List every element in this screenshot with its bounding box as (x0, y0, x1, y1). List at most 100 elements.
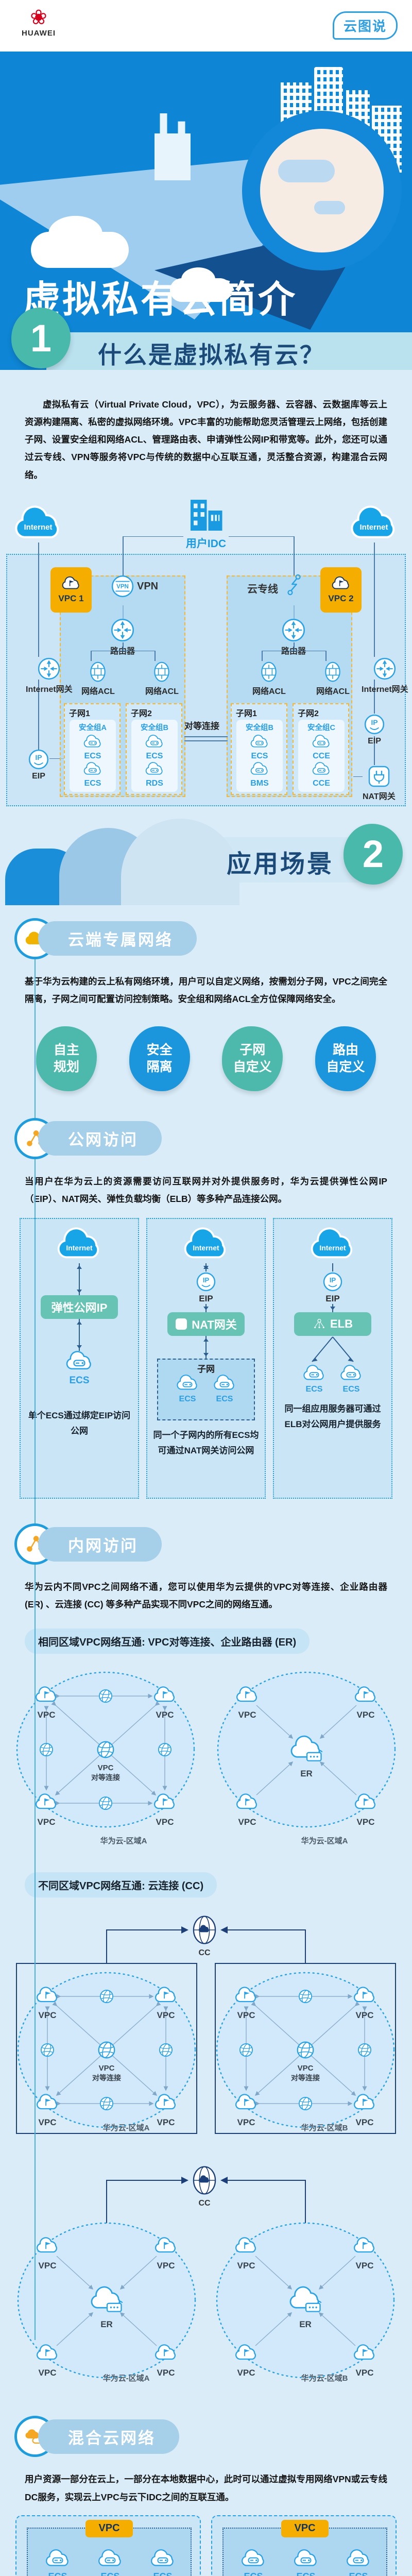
scenario-pub-title: 公网访问 (38, 1121, 162, 1156)
vpc-intro-paragraph: 虚拟私有云（Virtual Private Cloud，VPC），为云服务器、云… (25, 399, 387, 480)
same-region-diagram: 华为云-区域A 华为云-区域A (5, 1662, 407, 1845)
line (229, 536, 294, 537)
line (91, 650, 92, 661)
line (49, 758, 66, 759)
idc-building-icon (184, 498, 228, 532)
feature-blobs: 自主规划 安全隔离 子网自定义 路由自定义 (36, 1026, 376, 1091)
section2-number-badge: 2 (344, 823, 403, 885)
line (262, 650, 325, 652)
scenario-pub-header: 公网访问 (14, 1117, 412, 1159)
vpn-label: VPN (137, 580, 159, 592)
section2-title: 应用场景 (227, 850, 334, 878)
ecs-icon: ECS (213, 1375, 236, 1404)
vpc2-subnet1: 子网1 安全组B ECS BMS (231, 703, 287, 795)
section1-band-fill (46, 332, 412, 370)
scenario-hyb-title: 混合云网络 (38, 2419, 179, 2454)
ecs-icon: ECS (293, 2549, 319, 2576)
line (374, 542, 375, 657)
scenario-priv-text: 华为云内不同VPC之间网络不通，您可以使用华为云提供的VPC对等连接、企业路由器… (25, 1582, 387, 1610)
eip-icon: EIP (322, 1272, 343, 1304)
cc-label: CC (198, 1948, 211, 1957)
line (123, 536, 183, 537)
arrow (77, 1319, 82, 1351)
cross-region-cc-er-diagram: CC 华为云-区域A 华为云-区域B (5, 2166, 407, 2383)
eip-column: Internet 弹性公网IP ECS 单个ECS通过绑定EIP访问公网 (20, 1218, 139, 1499)
line (374, 736, 375, 765)
blob-self-plan: 自主规划 (36, 1026, 97, 1091)
vpc-zone: VPC ECS ECS ECS (222, 2519, 387, 2576)
cloud-decor (121, 818, 239, 905)
scenario-priv-title: 内网访问 (38, 1527, 162, 1562)
internet-cloud: Internet (55, 1227, 104, 1263)
planet-cloud (314, 201, 345, 214)
vpc1-tag: VPC 1 (50, 567, 92, 613)
line (154, 650, 156, 661)
section1-header: 1 什么是虚拟私有云？ (0, 308, 412, 370)
public-access-diagram: Internet 弹性公网IP ECS 单个ECS通过绑定EIP访问公网 Int… (20, 1218, 392, 1499)
ecs-icon: ECS (44, 2549, 71, 2576)
line (262, 650, 263, 661)
line (91, 650, 154, 652)
region-caption: 华为云-区域A (100, 1836, 147, 1845)
scenario-hyb-text: 用户资源一部分在云上，一部分在本地数据中心，此时可以通过虚拟专用网络VPN或云专… (25, 2474, 387, 2502)
ecs-icon: ECS (65, 1351, 94, 1386)
subnet-box: 子网 ECS ECS (157, 1359, 255, 1421)
region-caption: 华为云-区域A (103, 2123, 150, 2132)
hero-banner: 虚拟私有云简介 (0, 52, 412, 332)
vpc-zone: VPC ECS ECS ECS (27, 2519, 192, 2576)
blob-route-custom: 路由自定义 (315, 1026, 376, 1091)
ecs-icon: ECS (302, 1365, 326, 1394)
vpc1-subnet1: 子网1 安全组A ECS ECS (64, 703, 121, 795)
page-title: 虚拟私有云简介 (23, 279, 298, 320)
same-region-label: 相同区域VPC网络互通: VPC对等连接、企业路由器 (ER) (25, 1629, 310, 1654)
split-arrows (312, 1336, 354, 1362)
cross-region-cc-peering-diagram: CC 华为云-区域A 华为云-区域B (16, 1916, 396, 2134)
scenario-priv-header: 内网访问 (14, 1523, 412, 1565)
white-cloud (170, 267, 232, 302)
line (123, 536, 124, 577)
peering-link (184, 736, 228, 741)
internet-cloud: Internet (181, 1227, 231, 1263)
scenarios: 云端专属网络 基于华为云构建的云上私有网络环境，用户可以自定义网络，按需划分子网… (0, 918, 412, 2576)
internet-cloud-left: Internet (12, 505, 64, 544)
castle-shape (154, 113, 191, 180)
arrow (330, 1304, 335, 1313)
section2-header: 应用场景 2 (0, 812, 412, 905)
line (38, 679, 39, 750)
line (353, 776, 363, 777)
main-content: 虚拟私有云（Virtual Private Cloud，VPC），为云服务器、云… (0, 370, 412, 2576)
elb-pill: ELB (294, 1312, 371, 1336)
region-caption: 华为云-区域B (301, 2123, 348, 2132)
network-acl-icon: 网络ACL (316, 661, 350, 697)
ecs-icon: ECS (240, 2549, 267, 2576)
line (294, 642, 295, 651)
huawei-flower-icon: ❀ (30, 6, 47, 29)
internet-gateway-right: Internet网关 (362, 657, 408, 694)
security-group-a: 安全组A ECS ECS (70, 719, 116, 792)
line (374, 679, 375, 714)
timeline-line (35, 948, 36, 2340)
cc-label: CC (198, 2199, 211, 2208)
vpc2-tag: VPC 2 (320, 567, 362, 613)
scenario-pub-text: 当用户在华为云上的资源需要访问互联网并对外提供服务时，华为云提供弹性公网IP（E… (25, 1176, 387, 1204)
nat-plug-icon (175, 1318, 187, 1330)
nat-pill: NAT网关 (167, 1312, 245, 1336)
network-acl-icon: 网络ACL (252, 661, 286, 697)
arrow (203, 1263, 209, 1272)
blob-subnet-custom: 子网自定义 (222, 1026, 283, 1091)
internet-cloud: Internet (308, 1227, 357, 1263)
arrow (203, 1304, 209, 1313)
security-group-b2: 安全组B ECS BMS (236, 719, 283, 792)
direct-connect-icon (285, 573, 303, 596)
scenario-net-header: 云端专属网络 (14, 918, 412, 959)
blob-secure-isolation: 安全隔离 (129, 1026, 190, 1091)
eip-icon: EIP (196, 1272, 216, 1304)
nat-caption: 同一个子网内的所有ECS均可通过NAT网关访问公网 (153, 1430, 259, 1455)
section1-number-badge: 1 (11, 308, 71, 368)
security-group-b: 安全组B ECS RDS (131, 719, 178, 792)
planet-inner (260, 129, 384, 252)
arrow (203, 1336, 209, 1359)
vpn-column: VPC ECS ECS ECS VPN网关 Internet 用户IDC (15, 2515, 201, 2576)
line (38, 542, 39, 657)
scenario-net-title: 云端专属网络 (38, 921, 197, 956)
